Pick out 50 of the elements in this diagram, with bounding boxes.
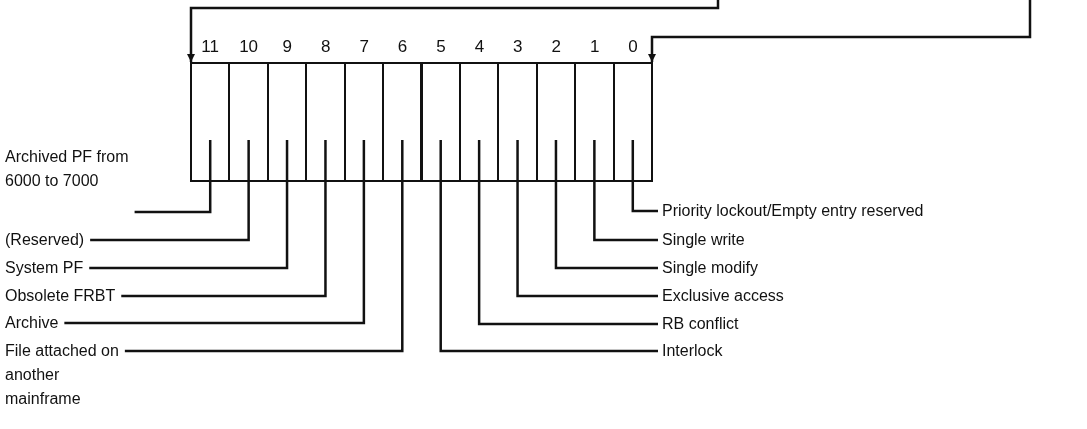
bit-description: (Reserved)	[5, 228, 175, 252]
bit-cell	[305, 62, 346, 182]
bit-number: 7	[359, 38, 369, 56]
leader-line	[121, 182, 327, 298]
leader-line	[554, 182, 658, 270]
bit-number: 11	[201, 38, 219, 56]
bit-number: 8	[320, 38, 331, 56]
bit-cell	[574, 62, 615, 182]
bit-number: 2	[551, 38, 561, 56]
bit-cell	[228, 62, 269, 182]
bit-cell	[497, 62, 538, 182]
bit-description: Single modify	[662, 256, 1082, 280]
bit-cell	[458, 62, 500, 182]
bit-cell	[190, 62, 231, 182]
leader-line	[64, 182, 366, 325]
bit-description: Interlock	[662, 339, 1082, 363]
leader-line	[124, 182, 404, 353]
bit-number: 6	[397, 38, 408, 56]
bit-description: System PF	[5, 256, 175, 280]
leader-line	[631, 182, 658, 213]
arrow	[648, 0, 1032, 62]
bit-description: Obsolete FRBT	[5, 284, 175, 308]
leader-line	[477, 182, 658, 326]
bit-cell	[612, 62, 653, 182]
bit-description: Archived PF from 6000 to 7000	[5, 145, 135, 193]
bit-cell	[535, 62, 577, 182]
bit-description: Exclusive access	[662, 284, 1082, 308]
bit-description: Priority lockout/Empty entry reserved	[662, 199, 1082, 223]
leader-line	[90, 182, 250, 242]
bit-number: 3	[513, 38, 523, 56]
bit-description: File attached on another mainframe	[5, 339, 125, 411]
bit-number: 10	[239, 38, 259, 56]
bit-number: 1	[589, 38, 600, 56]
bit-cell	[266, 62, 308, 182]
bit-cell	[382, 62, 423, 182]
bit-description: RB conflict	[662, 312, 1082, 336]
arrow	[187, 0, 720, 62]
bit-number: 9	[282, 38, 292, 56]
bit-number: 0	[628, 38, 638, 56]
bit-number: 5	[436, 38, 446, 56]
leader-line	[593, 182, 658, 242]
leader-line	[439, 182, 658, 353]
bit-cell	[343, 62, 385, 182]
bit-description: Archive	[5, 311, 175, 335]
bit-description: Single write	[662, 228, 1082, 252]
bit-cell	[420, 62, 461, 182]
leader-line	[134, 182, 212, 214]
leader-line	[89, 182, 289, 270]
bit-number: 4	[474, 38, 485, 56]
leader-line	[516, 182, 658, 298]
